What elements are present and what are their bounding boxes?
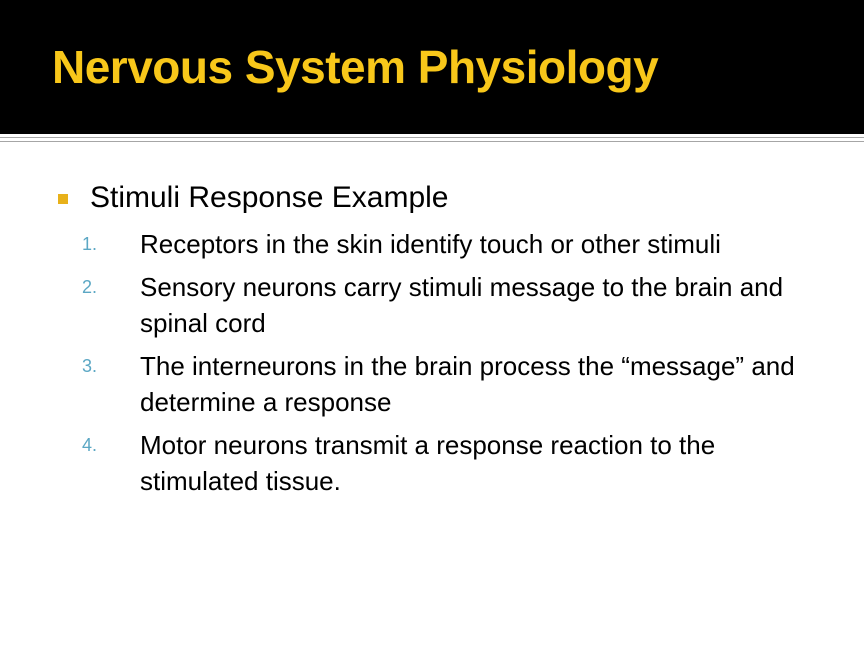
list-item-number: 2. [82,277,98,297]
list-item-text: Motor neurons transmit a response reacti… [140,430,716,496]
square-bullet-icon [58,194,68,204]
slide-title: Nervous System Physiology [52,41,659,93]
list-item-number: 3. [82,356,98,376]
list-item: 3. The interneurons in the brain process… [82,348,802,420]
list-item-text: Sensory neurons carry stimuli message to… [140,272,784,338]
bullet-text: Stimuli Response Example [90,181,449,214]
bullet-item: Stimuli Response Example [58,180,449,216]
divider-line [0,137,864,138]
numbered-list: 1. Receptors in the skin identify touch … [82,226,802,506]
list-item-number: 1. [82,234,98,254]
list-item-text: Receptors in the skin identify touch or … [140,229,721,259]
title-bar: Nervous System Physiology [0,0,864,134]
divider-line [0,141,864,142]
list-item: 2. Sensory neurons carry stimuli message… [82,269,802,341]
list-item: 4. Motor neurons transmit a response rea… [82,427,802,499]
list-item-text: The interneurons in the brain process th… [140,351,795,417]
list-item-number: 4. [82,435,98,455]
list-item: 1. Receptors in the skin identify touch … [82,226,802,262]
